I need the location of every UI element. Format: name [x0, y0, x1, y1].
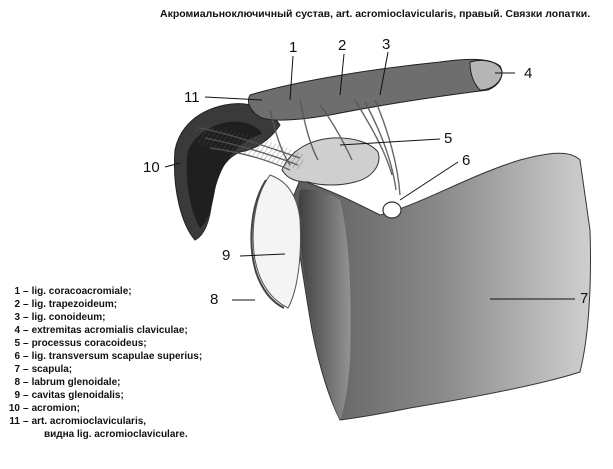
callout-4: 4 — [524, 65, 533, 82]
leader-lines — [164, 51, 575, 301]
legend-item-10: 10–acromion; — [8, 403, 80, 414]
legend-item-7: 7–scapula; — [14, 364, 73, 375]
legend-item-9: 9–cavitas glenoidalis; — [14, 390, 124, 401]
transverse-ligament-shape — [382, 201, 402, 219]
legend-item-1: 1–lig. coracoacromiale; — [14, 286, 132, 297]
coracoid-process-shape — [281, 137, 380, 186]
callout-3: 3 — [382, 36, 391, 53]
scapular-neck-shape — [298, 189, 351, 420]
ligament-band-shape — [195, 125, 305, 170]
callout-7: 7 — [580, 290, 589, 307]
callout-9: 9 — [222, 247, 231, 264]
callout-2: 2 — [338, 37, 347, 54]
legend-item-6: 6–lig. transversum scapulae superius; — [14, 351, 203, 362]
legend-item-8: 8–labrum glenoidale; — [14, 377, 121, 388]
glenoid-cavity-shape — [252, 174, 301, 309]
callout-6: 6 — [462, 152, 471, 169]
callout-8: 8 — [210, 291, 219, 308]
legend-item-11-continuation: видна lig. acromioclaviculare. — [44, 429, 188, 440]
figure-title: Акромиальноключичный сустав, art. acromi… — [160, 8, 591, 20]
legend-item-11: 11–art. acromioclavicularis, — [9, 416, 147, 427]
legend-item-2: 2–lig. trapezoideum; — [14, 299, 118, 310]
scapula-shape — [291, 152, 592, 421]
legend-item-5: 5–processus coracoideus; — [14, 338, 147, 349]
legend: 1–lig. coracoacromiale; 2–lig. trapezoid… — [6, 285, 256, 441]
legend-item-3: 3–lig. conoideum; — [14, 312, 106, 323]
callout-11: 11 — [184, 89, 200, 106]
callout-10: 10 — [143, 159, 160, 176]
labrum-rim-shape — [250, 179, 285, 309]
clavicle-shape — [248, 58, 503, 121]
callout-5: 5 — [444, 130, 453, 147]
acromion-surface-shape — [186, 121, 262, 228]
clavicle-end-shape — [469, 59, 503, 91]
callout-1: 1 — [289, 39, 298, 56]
legend-item-4: 4–extremitas acromialis claviculae; — [14, 325, 188, 336]
